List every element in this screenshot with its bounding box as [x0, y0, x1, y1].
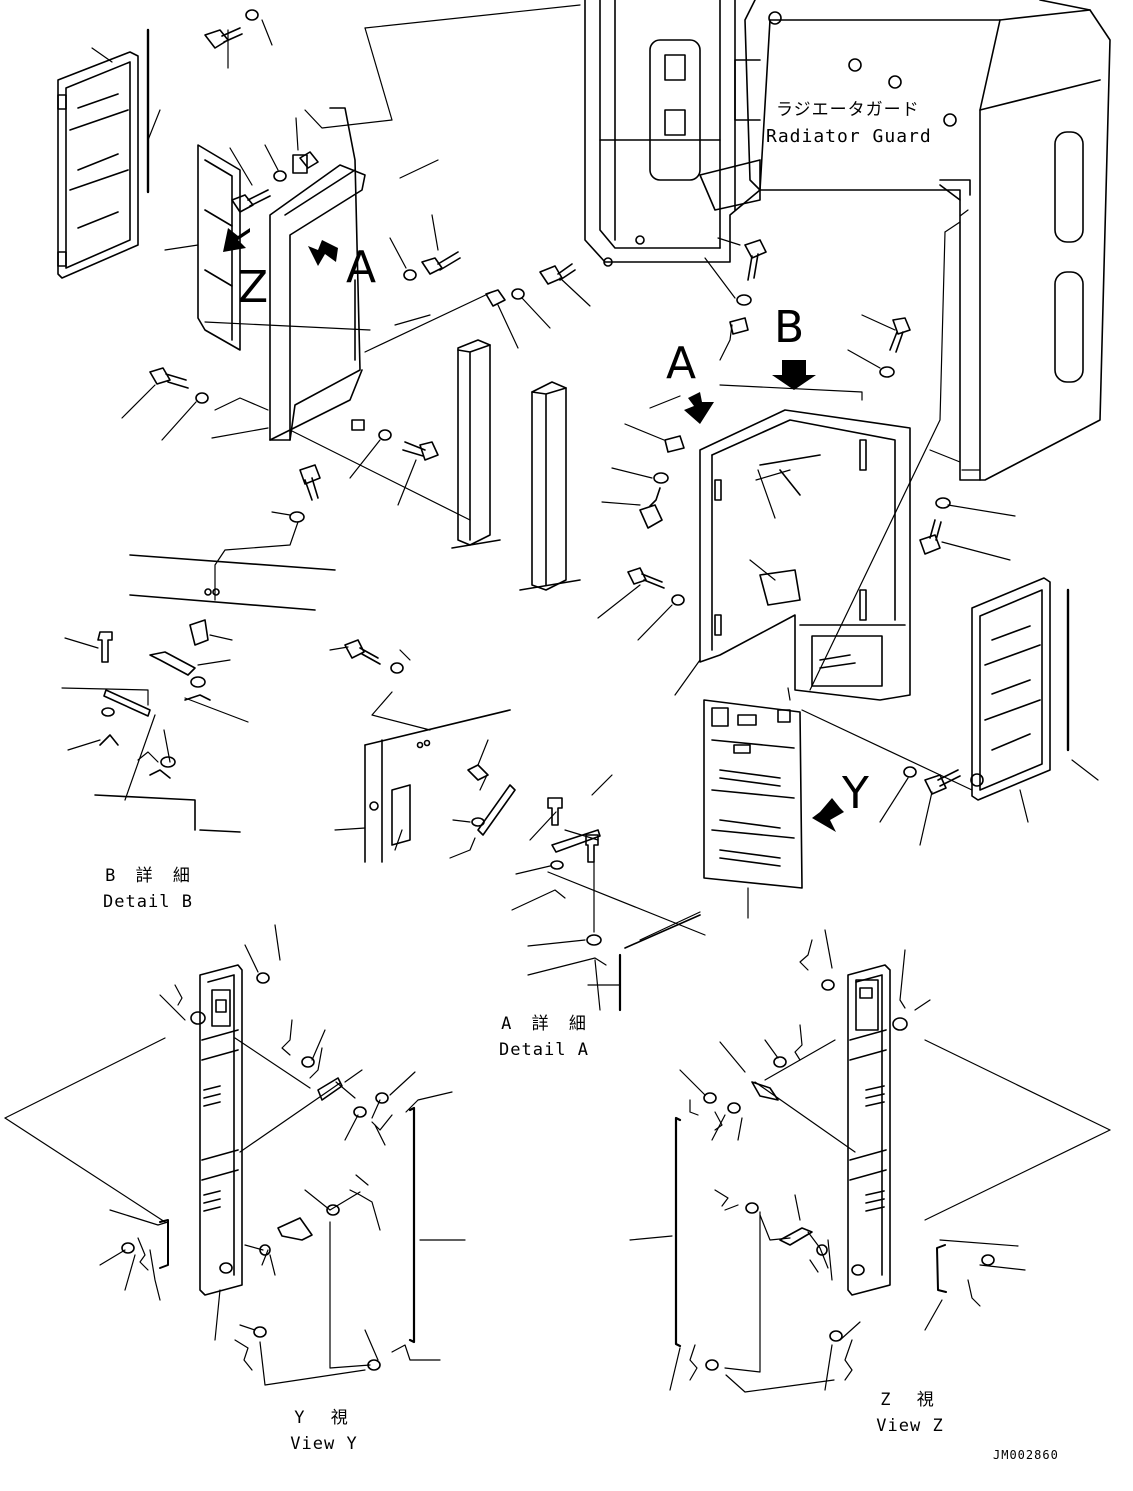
left-door-panel	[57, 28, 150, 279]
fasteners	[149, 9, 961, 795]
view-z-label-en: View Z	[876, 1416, 944, 1436]
marker-b-right: B	[774, 302, 805, 353]
radiator-guard-frame	[584, 0, 1111, 481]
detail-b-label-en: Detail B	[103, 892, 193, 912]
right-door-panel	[970, 577, 1070, 801]
view-y-label-en: View Y	[290, 1434, 358, 1454]
view-y-leaders	[4, 924, 466, 1386]
view-y-label-ja: Y 視	[294, 1408, 356, 1428]
marker-a-right: A	[666, 338, 697, 389]
marker-a-top: A	[346, 242, 377, 293]
detail-a	[467, 764, 701, 1012]
center-side-panel	[364, 709, 511, 863]
right-guard-enclosure	[699, 409, 911, 701]
view-arrows	[223, 228, 844, 832]
view-z-leaders	[629, 929, 1111, 1393]
detail-b	[94, 554, 336, 833]
view-z-label-ja: Z 視	[880, 1390, 942, 1410]
detail-a-label-ja: A 詳 細	[501, 1014, 591, 1034]
marker-y-right: Y	[842, 768, 869, 819]
radiator-guard-label-ja: ラジエータガード	[776, 100, 920, 120]
marker-z-top: Z	[238, 262, 269, 313]
leader-lines	[61, 4, 1099, 1011]
drawing-number: JM002860	[993, 1448, 1059, 1462]
front-panel-y	[703, 699, 803, 889]
hinge-frame-a	[269, 107, 366, 441]
detail-b-label-ja: B 詳 細	[105, 866, 195, 886]
support-posts	[451, 339, 581, 591]
view-z-drawing	[674, 964, 995, 1371]
inner-door-screen	[197, 144, 241, 351]
radiator-guard-label-en: Radiator Guard	[766, 126, 932, 147]
view-y-drawing	[121, 964, 416, 1371]
detail-a-label-en: Detail A	[499, 1040, 589, 1060]
